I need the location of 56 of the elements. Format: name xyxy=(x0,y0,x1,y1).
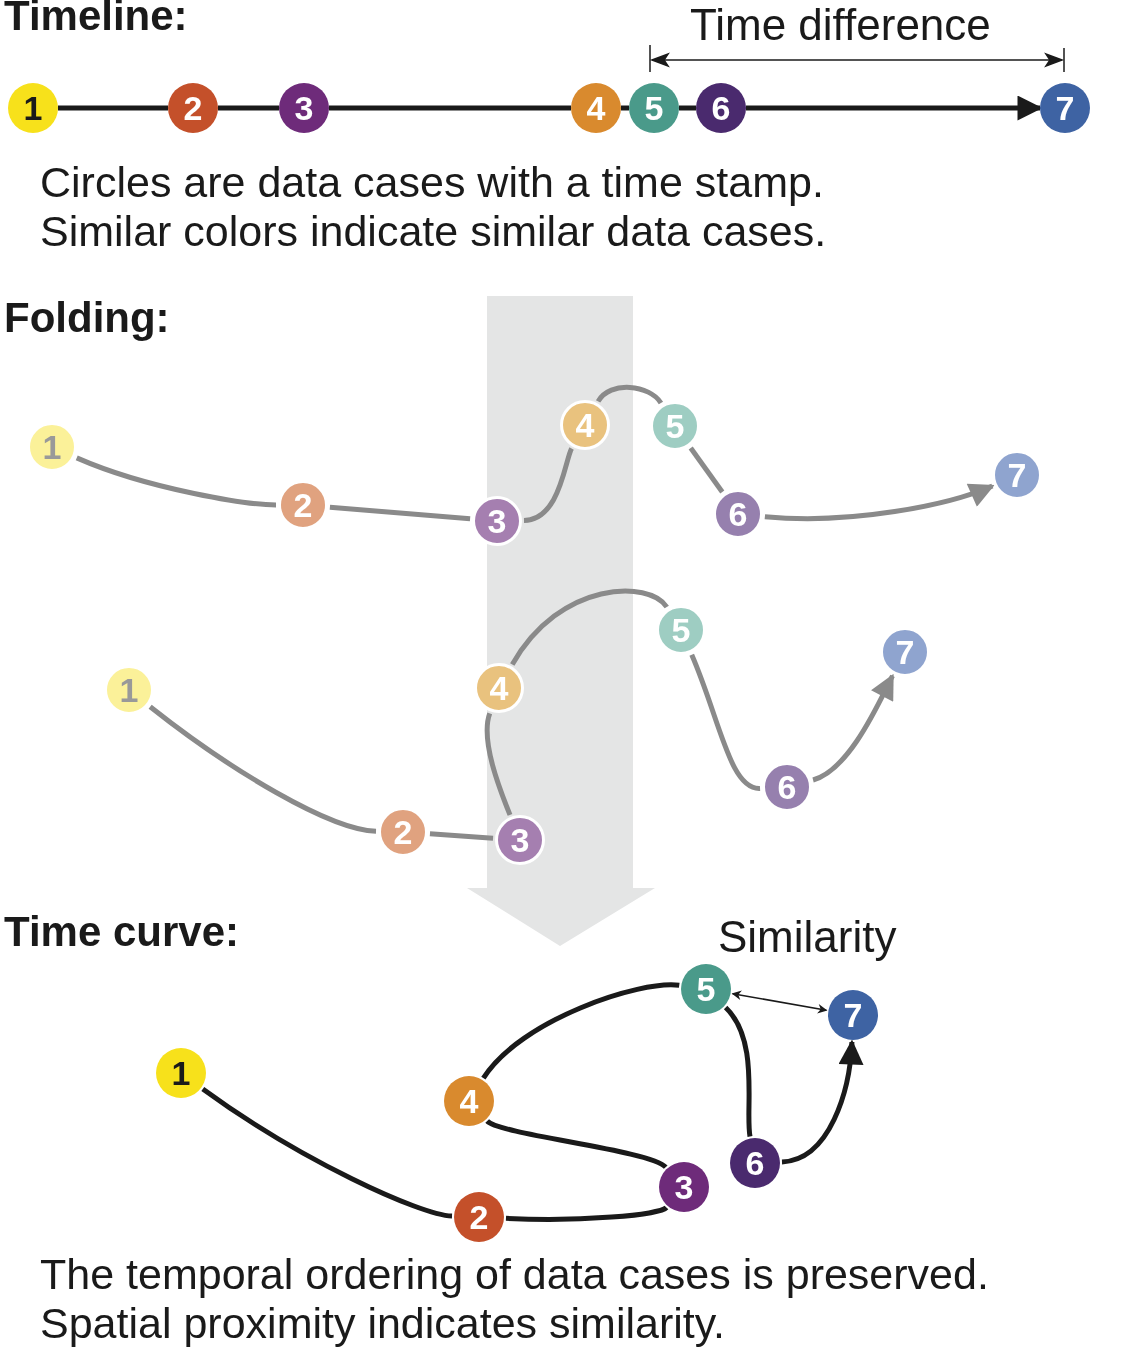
data-case-circle: 5 xyxy=(650,401,700,451)
data-case-circle: 5 xyxy=(681,964,731,1014)
data-case-circle: 2 xyxy=(454,1192,504,1242)
data-case-circle: 2 xyxy=(168,83,218,133)
caption-text: Circles are data cases with a time stamp. Similar colors indicate similar data cases. xyxy=(40,158,828,256)
connector-line xyxy=(148,704,377,834)
connector-line xyxy=(621,105,629,111)
data-case-circle: 2 xyxy=(278,480,328,530)
connector-line xyxy=(596,384,663,405)
connector-line xyxy=(484,712,513,816)
connector-line xyxy=(75,455,277,508)
connector-line xyxy=(689,653,761,791)
data-case-circle: 7 xyxy=(880,627,930,677)
data-case-circle: 3 xyxy=(279,83,329,133)
section-heading: Time curve: xyxy=(4,908,240,956)
connector-line xyxy=(201,1086,453,1219)
data-case-circle: 6 xyxy=(730,1138,780,1188)
connector-line xyxy=(523,447,574,524)
data-case-circle: 7 xyxy=(992,450,1042,500)
connector-line xyxy=(58,105,168,111)
data-case-circle: 7 xyxy=(828,990,878,1040)
arrow xyxy=(812,673,895,783)
arrow xyxy=(764,482,995,522)
data-case-circle: 3 xyxy=(659,1162,709,1212)
data-case-circle: 4 xyxy=(571,83,621,133)
connector-line xyxy=(510,588,669,666)
data-case-circle: 3 xyxy=(472,496,522,546)
caption-text: Time difference xyxy=(690,0,992,50)
section-heading: Timeline: xyxy=(4,0,189,40)
data-case-circle: 6 xyxy=(762,762,812,812)
connector-line xyxy=(688,446,725,494)
data-case-circle: 7 xyxy=(1040,83,1090,133)
connector-line xyxy=(505,1205,668,1222)
data-case-circle: 2 xyxy=(378,807,428,857)
data-case-circle: 1 xyxy=(27,422,77,472)
data-case-circle: 1 xyxy=(156,1048,206,1098)
arrow xyxy=(781,1039,863,1165)
connector-line xyxy=(485,1118,668,1170)
connector-line xyxy=(723,1005,753,1137)
data-case-circle: 1 xyxy=(8,83,58,133)
caption-text: The temporal ordering of data cases is preserved. Spatial proximity indicates similarity. xyxy=(40,1250,990,1348)
connector-line xyxy=(329,504,471,522)
section-heading: Folding: xyxy=(4,294,171,342)
data-case-circle: 6 xyxy=(696,83,746,133)
edge-label: Similarity xyxy=(718,912,897,962)
data-case-circle: 4 xyxy=(474,663,524,713)
data-case-circle: 6 xyxy=(713,489,763,539)
connector-line xyxy=(679,105,696,111)
data-case-circle: 1 xyxy=(104,665,154,715)
connector-line xyxy=(329,105,571,111)
data-case-circle: 5 xyxy=(656,605,706,655)
data-case-circle: 4 xyxy=(444,1076,494,1126)
connector-line xyxy=(429,831,494,841)
connector-line xyxy=(218,105,279,111)
arrow xyxy=(731,990,828,1014)
data-case-circle: 5 xyxy=(629,83,679,133)
